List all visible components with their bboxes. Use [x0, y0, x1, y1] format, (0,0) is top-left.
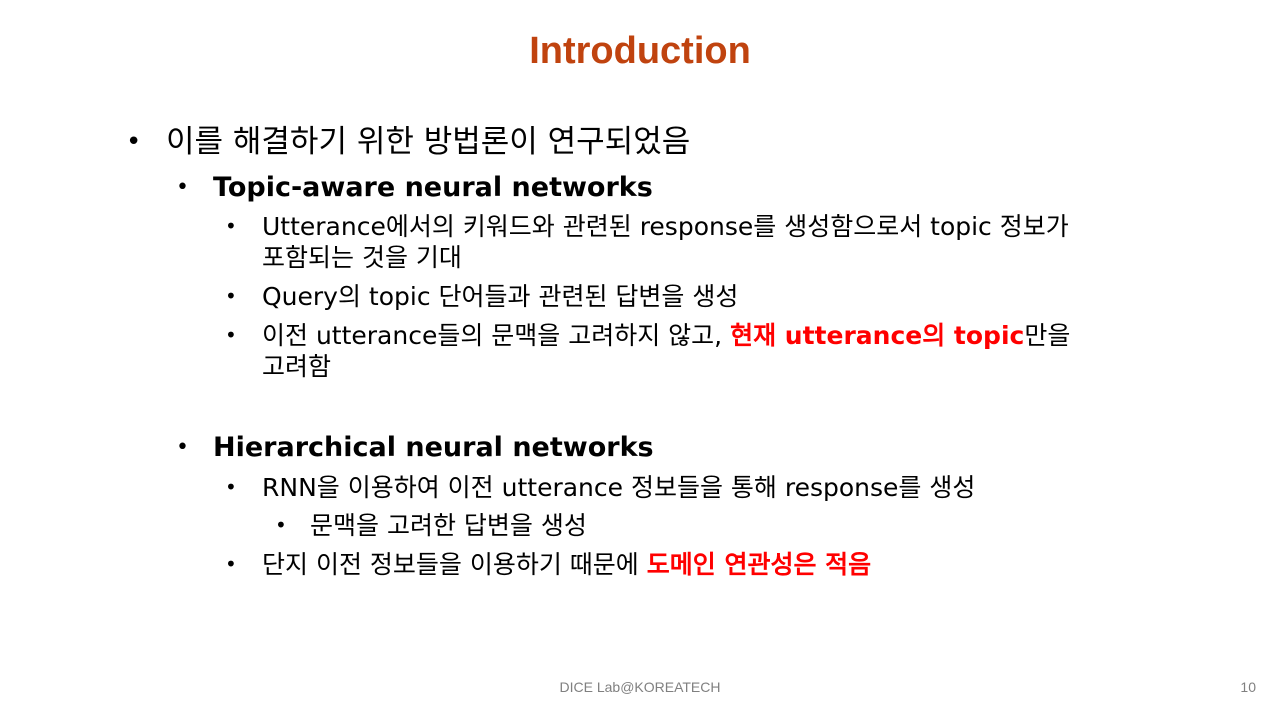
hierarchical-item-1-sub: 문맥을 고려한 답변을 생성: [310, 511, 587, 540]
bullet-glyph: •: [225, 323, 237, 347]
intro-text: 이를 해결하기 위한 방법론이 연구되었음: [166, 124, 691, 160]
topic-aware-item-3-highlight: 현재 utterance의 topic: [730, 321, 1025, 350]
hierarchical-item-2-highlight: 도메인 연관성은 적음: [646, 550, 872, 579]
bullet-glyph: •: [275, 513, 287, 537]
bullet-glyph: •: [225, 475, 237, 499]
topic-aware-item-1-line-1: Utterance에서의 키워드와 관련된 response를 생성함으로서 t…: [262, 212, 1069, 241]
bullet-glyph: •: [176, 175, 189, 200]
bullet-glyph: •: [126, 127, 142, 157]
footer-text: DICE Lab@KOREATECH: [559, 679, 721, 695]
topic-aware-item-3-prefix: 이전 utterance들의 문맥을 고려하지 않고,: [262, 321, 731, 350]
topic-aware-item-3-suffix: 만을: [1024, 321, 1071, 350]
bullet-glyph: •: [225, 284, 237, 308]
slide-title: Introduction: [529, 30, 751, 72]
topic-aware-item-2: Query의 topic 단어들과 관련된 답변을 생성: [262, 282, 739, 311]
page-number: 10: [1240, 679, 1256, 695]
bullet-glyph: •: [225, 214, 237, 238]
hierarchical-heading: Hierarchical neural networks: [213, 432, 654, 463]
hierarchical-item-2: 단지 이전 정보들을 이용하기 때문에 도메인 연관성은 적음: [262, 549, 871, 580]
topic-aware-item-3-line-1: 이전 utterance들의 문맥을 고려하지 않고, 현재 utterance…: [262, 320, 1070, 351]
bullet-glyph: •: [176, 435, 189, 460]
topic-aware-item-3-line-2: 고려함: [262, 352, 332, 381]
hierarchical-item-1: RNN을 이용하여 이전 utterance 정보들을 통해 response를…: [262, 473, 976, 502]
topic-aware-item-1-line-2: 포함되는 것을 기대: [262, 243, 462, 272]
topic-aware-heading: Topic-aware neural networks: [213, 172, 653, 203]
hierarchical-item-2-prefix: 단지 이전 정보들을 이용하기 때문에: [262, 550, 647, 579]
bullet-glyph: •: [225, 552, 237, 576]
